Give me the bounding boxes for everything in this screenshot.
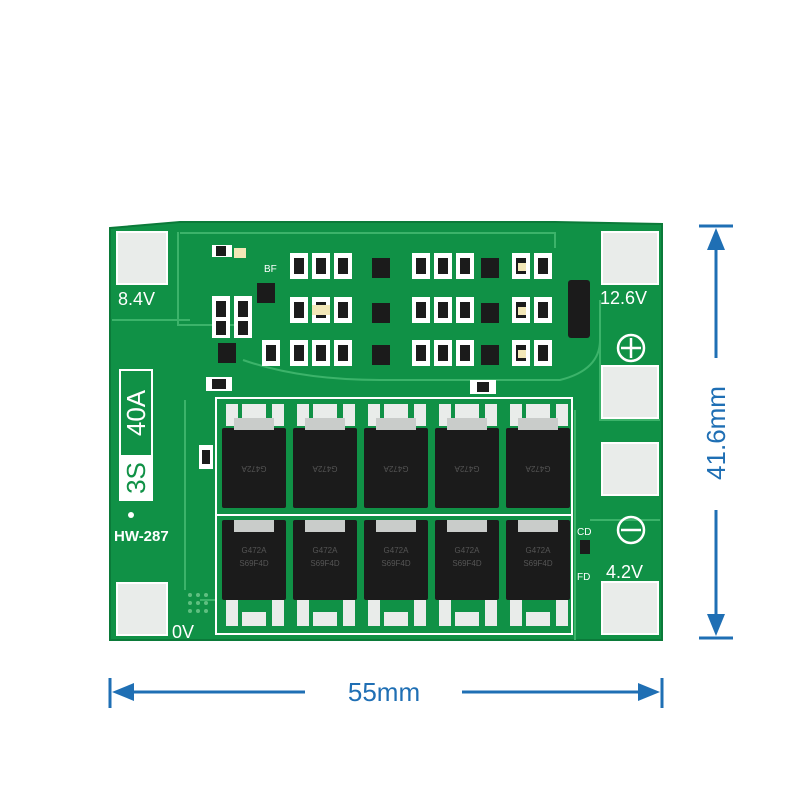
smd-components — [199, 245, 590, 554]
label-12v6: 12.6V — [600, 288, 647, 308]
mosfet-bottom-4: G472A S69F4D — [435, 520, 499, 626]
mosfet-bottom-1: G472A S69F4D — [222, 520, 286, 626]
svg-text:G472A: G472A — [241, 464, 267, 473]
minus-icon — [616, 515, 646, 545]
label-model: HW-287 — [114, 528, 169, 545]
svg-text:G472A: G472A — [312, 464, 338, 473]
svg-text:G472A: G472A — [383, 464, 409, 473]
width-dimension-label: 55mm — [348, 677, 420, 707]
svg-text:G472A: G472A — [526, 546, 552, 555]
height-dimension-label: 41.6mm — [701, 386, 731, 480]
solder-pads — [116, 231, 659, 636]
label-cd: CD — [577, 527, 591, 538]
label-bf: BF — [264, 264, 277, 275]
label-0v: 0V — [172, 622, 194, 642]
svg-text:S69F4D: S69F4D — [523, 559, 553, 568]
pad-4v2 — [601, 581, 659, 635]
mosfet-top-5: G472A — [506, 404, 570, 508]
mosfet-bottom-2: G472A S69F4D — [293, 520, 357, 626]
mosfet-row-top: G472A G472A G472A G472A G472A — [222, 404, 570, 508]
mosfet-top-2: G472A — [293, 404, 357, 508]
svg-text:G472A: G472A — [525, 464, 551, 473]
mosfet-top-1: G472A — [222, 404, 286, 508]
svg-text:S69F4D: S69F4D — [239, 559, 269, 568]
svg-text:G472A: G472A — [384, 546, 410, 555]
dimension-annotations: 55mm 41.6mm — [108, 224, 733, 708]
pad-plus — [601, 365, 659, 419]
pad-8v4 — [116, 231, 168, 285]
pad-minus — [601, 442, 659, 496]
label-fd: FD — [577, 572, 590, 583]
silkscreen: 8.4V 12.6V 4.2V 0V HW-287 BF CD FD 3S 40… — [114, 264, 647, 642]
svg-text:G472A: G472A — [242, 546, 268, 555]
svg-text:G472A: G472A — [454, 464, 480, 473]
svg-text:S69F4D: S69F4D — [381, 559, 411, 568]
pin1-dot — [128, 512, 134, 518]
svg-text:G472A: G472A — [313, 546, 339, 555]
label-cells: 3S — [121, 462, 151, 494]
mosfet-bottom-5: G472A S69F4D — [506, 520, 570, 626]
component-grid — [199, 245, 590, 554]
svg-text:S69F4D: S69F4D — [452, 559, 482, 568]
mosfet-top-4: G472A — [435, 404, 499, 508]
cell-rating-badge: 3S 40A — [119, 369, 153, 501]
mosfet-top-3: G472A — [364, 404, 428, 508]
mosfet-row-bottom: G472A S69F4D G472A S69F4D G472A S69F4D G472A S6… — [222, 520, 570, 626]
plus-icon — [616, 333, 646, 363]
svg-text:S69F4D: S69F4D — [310, 559, 340, 568]
copper-traces — [112, 232, 660, 640]
svg-text:G472A: G472A — [455, 546, 481, 555]
pad-12v6 — [601, 231, 659, 285]
label-4v2: 4.2V — [606, 562, 643, 582]
mosfet-bottom-3: G472A S69F4D — [364, 520, 428, 626]
label-8v4: 8.4V — [118, 289, 155, 309]
label-current: 40A — [121, 389, 151, 436]
pad-0v — [116, 582, 168, 636]
